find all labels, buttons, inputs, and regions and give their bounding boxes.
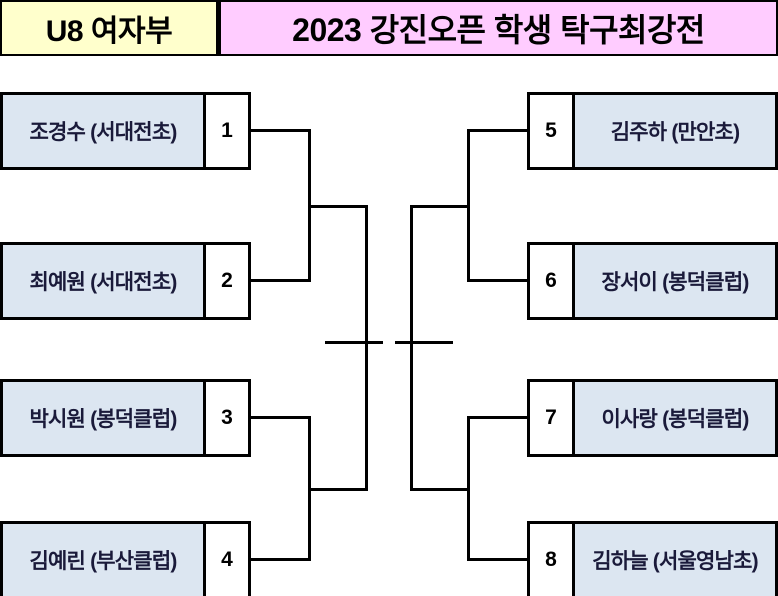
connector-right-seed7-stub (467, 416, 527, 419)
connector-left-r2-upper-stub (308, 205, 368, 208)
player-seed: 1 (203, 95, 248, 167)
bracket-slot-seed-1[interactable]: 조경수 (서대전초) 1 (0, 92, 251, 170)
connector-left-seed3-stub (251, 416, 311, 419)
page-header: U8 여자부 2023 강진오픈 학생 탁구최강전 (0, 0, 778, 56)
player-name: 김예린 (부산클럽) (3, 524, 203, 596)
connector-left-seed1-stub (251, 129, 311, 132)
connector-right-final-stub (395, 341, 453, 344)
player-seed: 3 (203, 382, 248, 454)
connector-left-final-stub (325, 341, 383, 344)
player-seed: 5 (530, 95, 575, 167)
connector-right-r2-bridge (410, 205, 413, 491)
page-title: 2023 강진오픈 학생 탁구최강전 (218, 0, 778, 56)
connector-right-r2-lower-stub (410, 488, 470, 491)
player-name: 김하늘 (서울영남초) (575, 524, 775, 596)
bracket-slot-seed-3[interactable]: 박시원 (봉덕클럽) 3 (0, 379, 251, 457)
connector-left-r2-lower-stub (308, 488, 368, 491)
bracket-slot-seed-2[interactable]: 최예원 (서대전초) 2 (0, 242, 251, 320)
player-name: 이사랑 (봉덕클럽) (575, 382, 775, 454)
player-name: 장서이 (봉덕클럽) (575, 245, 775, 317)
bracket-slot-seed-4[interactable]: 김예린 (부산클럽) 4 (0, 521, 251, 596)
bracket-slot-seed-5[interactable]: 5 김주하 (만안초) (527, 92, 778, 170)
player-name: 조경수 (서대전초) (3, 95, 203, 167)
player-seed: 8 (530, 524, 575, 596)
division-label: U8 여자부 (0, 0, 218, 56)
connector-right-seed6-stub (467, 279, 527, 282)
bracket-canvas: 조경수 (서대전초) 1 최예원 (서대전초) 2 박시원 (봉덕클럽) 3 김… (0, 56, 778, 596)
connector-right-seed8-stub (467, 558, 527, 561)
connector-left-r2-bridge (365, 205, 368, 491)
player-seed: 4 (203, 524, 248, 596)
player-seed: 2 (203, 245, 248, 317)
player-name: 김주하 (만안초) (575, 95, 775, 167)
connector-right-r2-upper-stub (410, 205, 470, 208)
bracket-slot-seed-6[interactable]: 6 장서이 (봉덕클럽) (527, 242, 778, 320)
player-name: 최예원 (서대전초) (3, 245, 203, 317)
player-name: 박시원 (봉덕클럽) (3, 382, 203, 454)
player-seed: 6 (530, 245, 575, 317)
connector-left-seed4-stub (251, 558, 311, 561)
bracket-slot-seed-8[interactable]: 8 김하늘 (서울영남초) (527, 521, 778, 596)
player-seed: 7 (530, 382, 575, 454)
connector-right-seed5-stub (467, 129, 527, 132)
bracket-slot-seed-7[interactable]: 7 이사랑 (봉덕클럽) (527, 379, 778, 457)
connector-left-seed2-stub (251, 279, 311, 282)
